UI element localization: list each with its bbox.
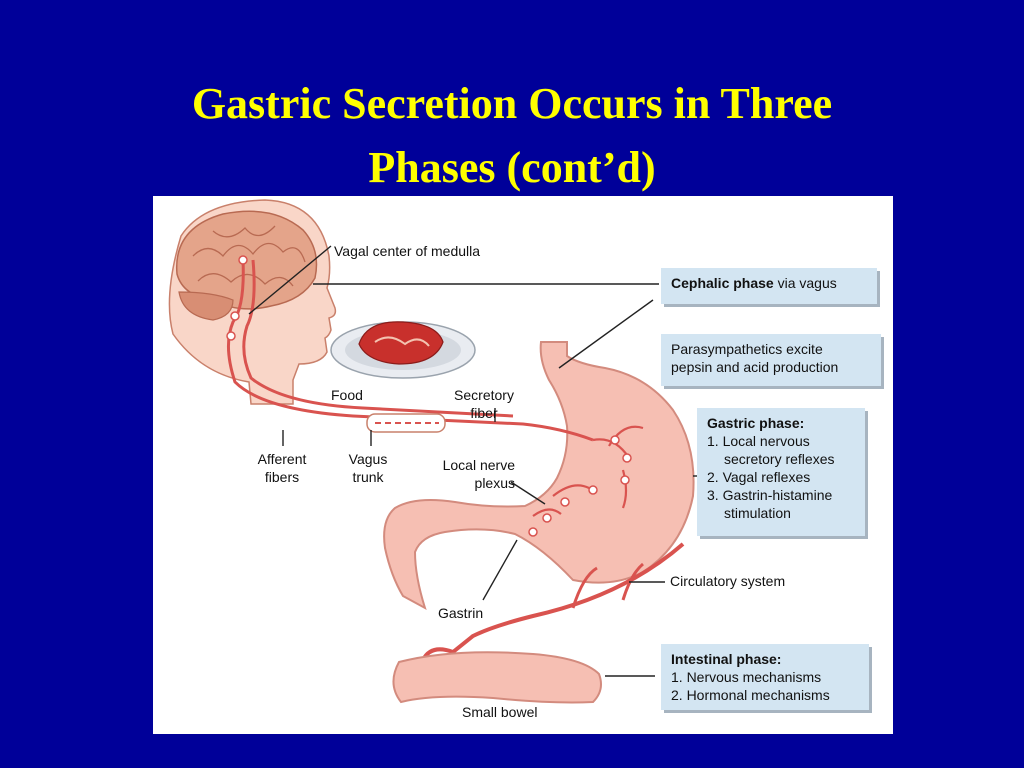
label-plexus-line2: plexus <box>474 475 515 491</box>
title-line-2: Phases (cont’d) <box>368 143 656 192</box>
gastric-phase-item: 3. Gastrin-histamine stimulation <box>707 487 833 521</box>
gastric-phase-item: 2. Vagal reflexes <box>707 469 811 485</box>
label-plexus-line1: Local nerve <box>442 457 515 473</box>
label-gastrin: Gastrin <box>438 605 484 621</box>
label-secretory-fiber-line1: Secretory <box>454 387 514 403</box>
label-afferent-line1: Afferent <box>257 451 307 467</box>
cephalic-phase-box: Cephalic phase via vagus <box>661 268 877 304</box>
label-afferent-fibers: Afferent fibers <box>247 450 317 486</box>
cerebellum <box>178 291 234 321</box>
leader-lines <box>248 245 709 677</box>
intestinal-phase-title: Intestinal phase: <box>671 651 782 667</box>
label-vagus-line1: Vagus <box>348 451 388 467</box>
label-vagus-line2: trunk <box>352 469 384 485</box>
label-secretory-fiber-line2: fiber <box>470 405 498 421</box>
circulatory-vessels <box>421 542 685 662</box>
intestinal-phase-item: 1. Nervous mechanisms <box>671 669 822 685</box>
label-circulatory-system: Circulatory system <box>670 573 786 589</box>
gastric-phase-item: 1. Local nervous secretory reflexes <box>707 433 835 467</box>
brain-folds <box>192 225 306 287</box>
label-vagal-center: Vagal center of medulla <box>334 243 481 259</box>
parasympathetic-line1: Parasympathetics excite <box>671 341 823 357</box>
nerve-ganglia <box>226 255 632 537</box>
diagram-illustration <box>168 199 709 704</box>
intestinal-phase-box: Intestinal phase: 1. Nervous mechanisms … <box>661 644 869 710</box>
parasympathetic-line2: pepsin and acid production <box>671 359 839 375</box>
label-local-nerve-plexus: Local nerve plexus <box>425 456 515 492</box>
label-vagus-trunk: Vagus trunk <box>338 450 398 486</box>
parasympathetic-box: Parasympathetics excite pepsin and acid … <box>661 334 881 386</box>
label-afferent-line2: fibers <box>264 469 300 485</box>
cephalic-phase-rest: via vagus <box>773 275 837 291</box>
intestinal-phase-item: 2. Hormonal mechanisms <box>671 687 830 703</box>
cephalic-phase-title: Cephalic phase <box>671 275 774 291</box>
label-secretory-fiber: Secretory fiber <box>449 386 519 422</box>
label-small-bowel: Small bowel <box>462 704 538 720</box>
food-steak <box>358 321 444 365</box>
label-food: Food <box>331 387 363 403</box>
slide-title: Gastric Secretion Occurs in Three Phases… <box>100 72 924 200</box>
gastric-phases-figure: Vagal center of medulla Food Secretory f… <box>153 196 893 734</box>
gastric-phase-box: Gastric phase: 1. Local nervous secretor… <box>697 408 865 536</box>
title-line-1: Gastric Secretion Occurs in Three <box>191 79 833 128</box>
small-bowel <box>392 651 602 704</box>
stomach <box>383 341 695 611</box>
gastric-phase-title: Gastric phase: <box>707 415 805 431</box>
